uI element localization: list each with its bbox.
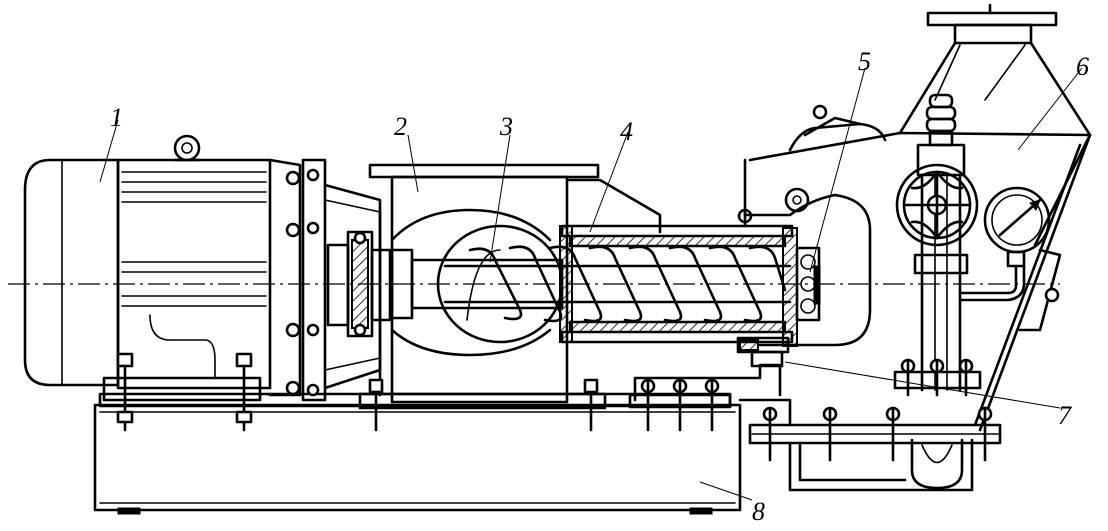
callout-6: 6 — [1076, 52, 1089, 81]
leader-lines — [99, 67, 1083, 501]
leader-5 — [809, 67, 866, 273]
callout-2: 2 — [394, 112, 407, 141]
callout-4: 4 — [620, 117, 633, 146]
leader-6 — [1017, 67, 1083, 151]
base-frame — [93, 392, 742, 515]
hopper-tank — [748, 3, 1092, 432]
callout-3: 3 — [499, 112, 513, 141]
callout-7: 7 — [1058, 401, 1072, 430]
support-bracket — [628, 350, 792, 432]
coupling-lantern — [301, 158, 392, 402]
leader-4 — [589, 131, 629, 233]
leader-8 — [699, 481, 753, 501]
stator-barrel — [559, 178, 794, 344]
pressure-gauge — [958, 186, 1062, 332]
callout-1: 1 — [110, 103, 123, 132]
handwheel — [895, 163, 979, 247]
callout-labels: 1 2 3 4 5 6 7 8 — [110, 47, 1089, 526]
callout-5: 5 — [858, 47, 871, 76]
leader-1 — [99, 119, 119, 183]
electric-motor — [23, 134, 302, 432]
leader-7 — [784, 361, 1061, 409]
callout-8: 8 — [752, 497, 765, 526]
leader-2 — [407, 134, 419, 193]
outlet-pipe — [748, 358, 1002, 492]
leader-3 — [489, 134, 511, 263]
